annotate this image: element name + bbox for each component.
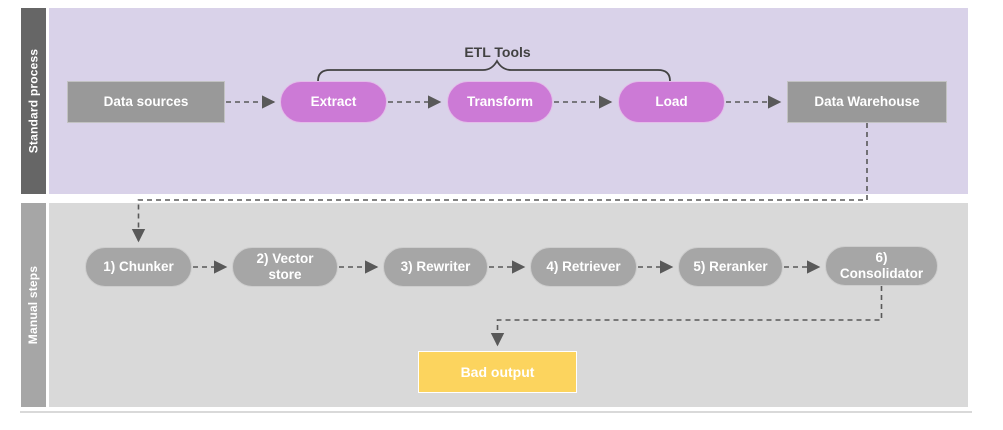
node-chunker: 1) Chunker (85, 247, 192, 287)
node-consolidator: 6) Consolidator (825, 246, 938, 286)
node-data-warehouse: Data Warehouse (787, 81, 947, 123)
node-reranker: 5) Reranker (678, 247, 783, 287)
node-bad-output: Bad output (418, 351, 577, 393)
lane-header-standard-process: Standard process (21, 8, 46, 194)
node-rewriter: 3) Rewriter (383, 247, 488, 287)
etl-tools-label: ETL Tools (464, 44, 531, 60)
node-data-sources: Data sources (67, 81, 225, 123)
diagram-bottom-border (20, 411, 972, 413)
node-extract: Extract (280, 81, 387, 123)
lane-header-manual-steps: Manual steps (21, 203, 46, 407)
node-load: Load (618, 81, 725, 123)
node-transform: Transform (447, 81, 553, 123)
lane-label-standard-process: Standard process (26, 48, 41, 154)
node-vector-store: 2) Vector store (232, 247, 338, 287)
node-retriever: 4) Retriever (530, 247, 637, 287)
lane-label-manual-steps: Manual steps (26, 265, 41, 345)
